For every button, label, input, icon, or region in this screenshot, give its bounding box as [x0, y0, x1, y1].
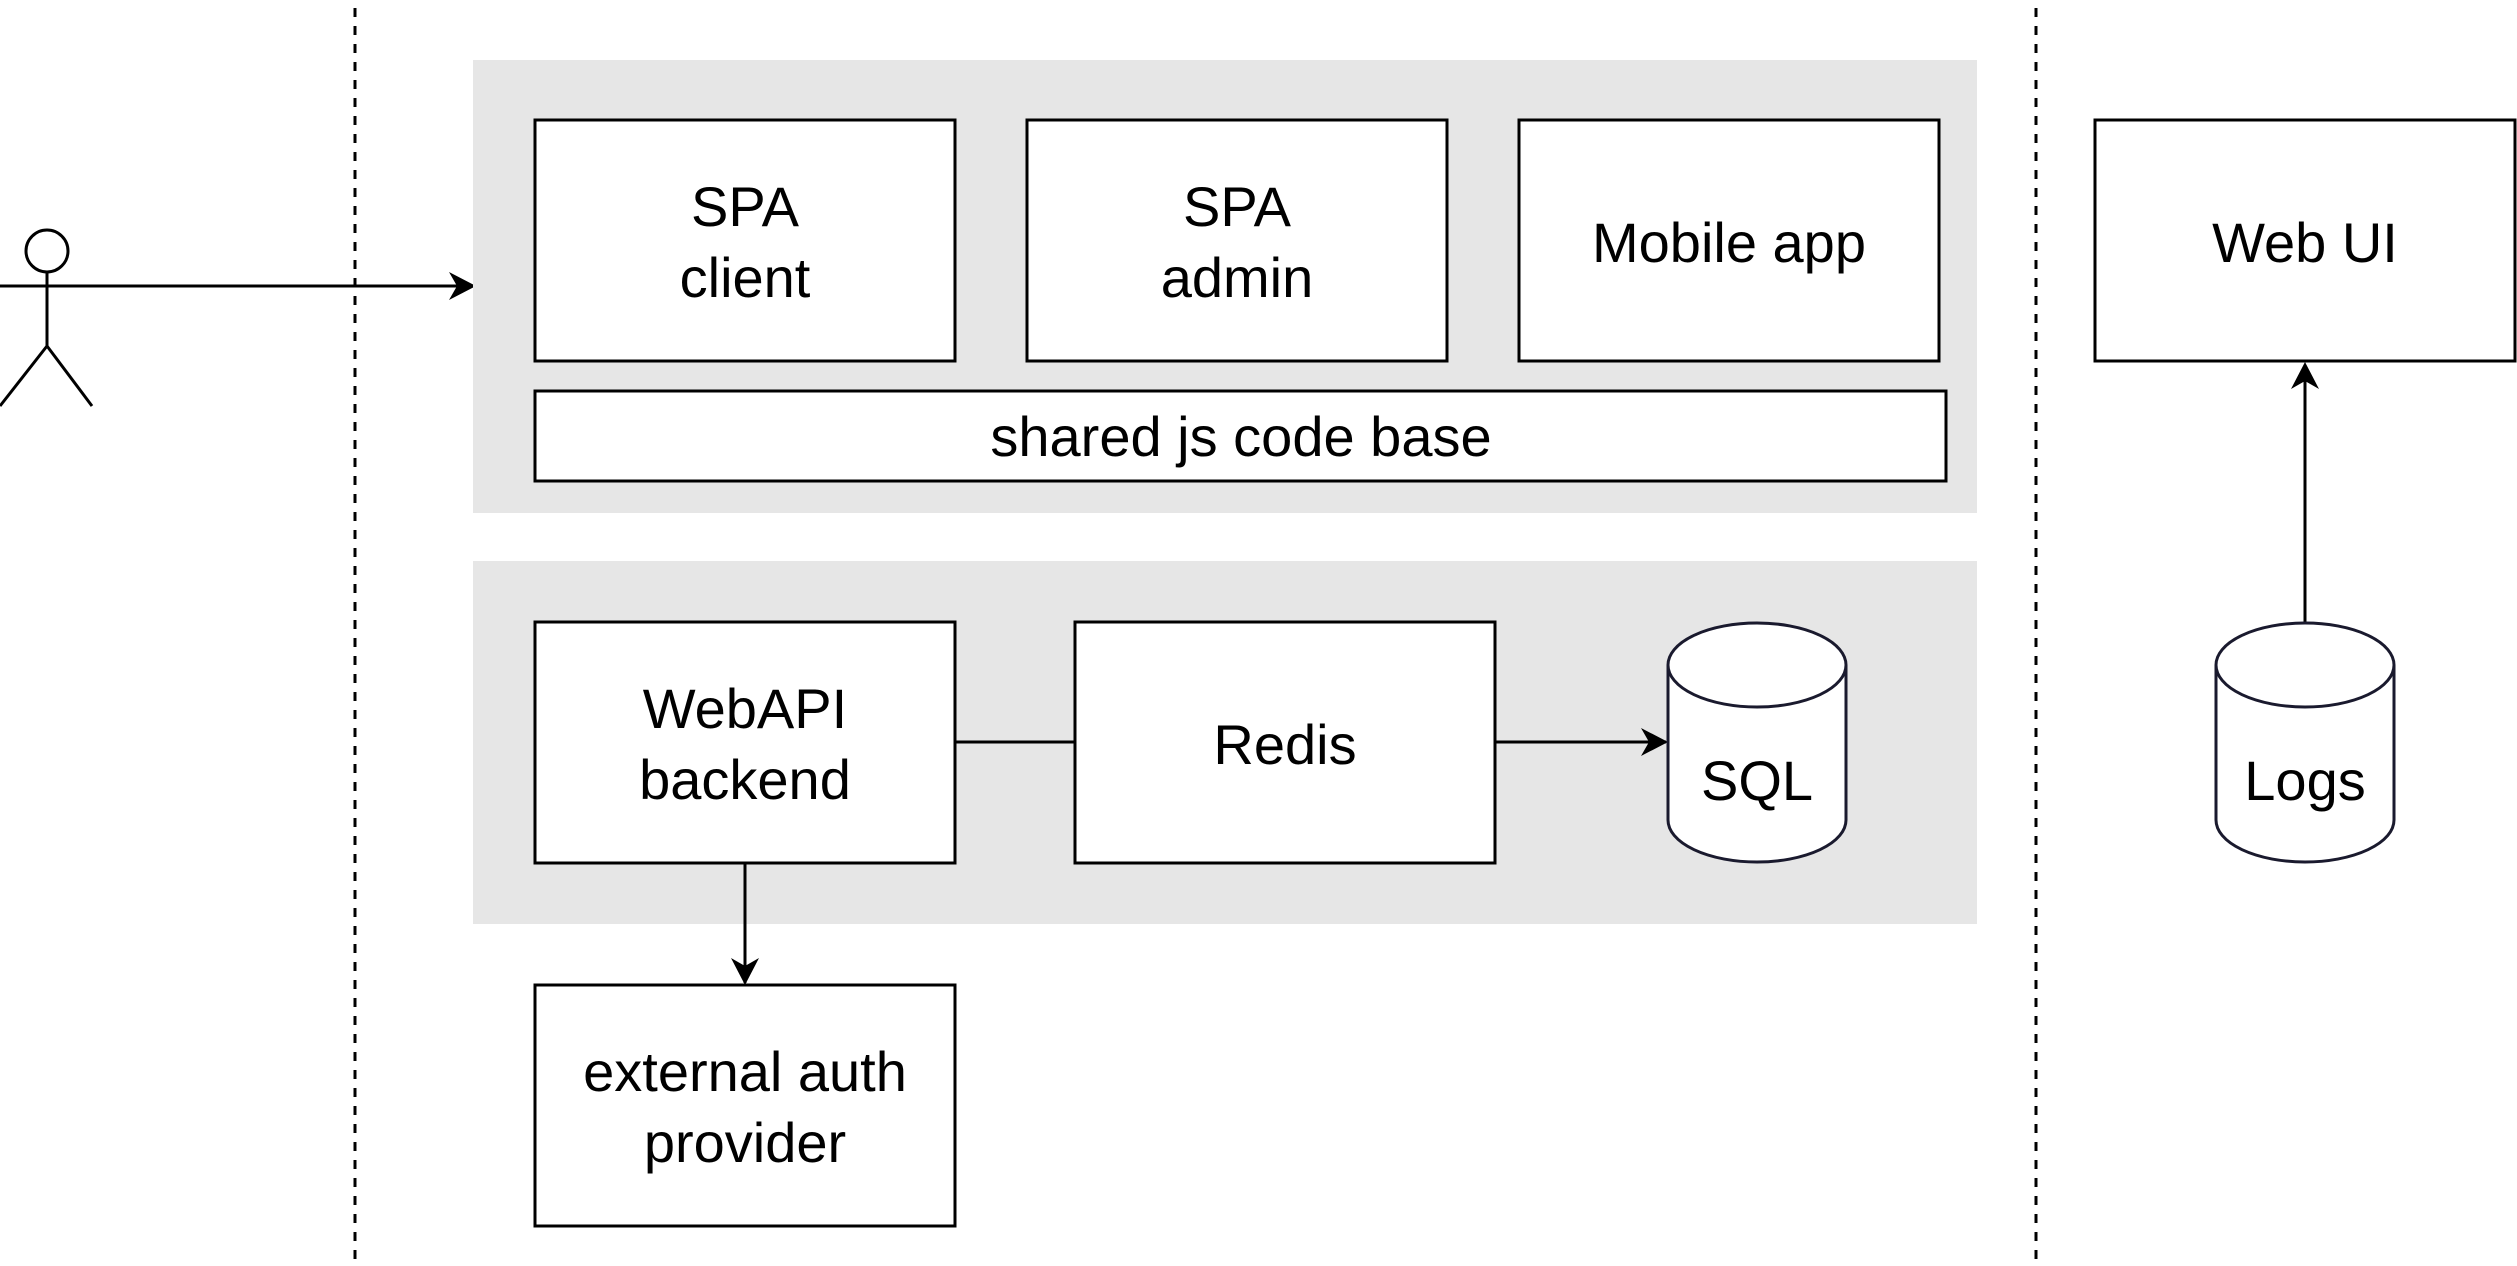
- sql-label: SQL: [1701, 749, 1813, 812]
- spa-client-box[interactable]: SPA client: [533, 118, 957, 363]
- mobile-app-label: Mobile app: [1592, 211, 1866, 274]
- redis-to-sql-arrowhead: [1641, 728, 1668, 756]
- webapi-to-auth-arrowhead: [731, 958, 759, 985]
- external-auth-label-line2: provider: [644, 1111, 846, 1174]
- mobile-app-box[interactable]: Mobile app: [1517, 118, 1941, 363]
- webapi-label-line1: WebAPI: [643, 677, 847, 740]
- logs-to-web-ui-arrowhead: [2291, 362, 2319, 389]
- shared-code-label: shared js code base: [990, 405, 1491, 468]
- spa-admin-box[interactable]: SPA admin: [1025, 118, 1449, 363]
- logs-label: Logs: [2244, 749, 2365, 812]
- web-ui-label: Web UI: [2212, 211, 2398, 274]
- sql-database-icon[interactable]: SQL: [1666, 621, 1848, 864]
- user-actor-icon: [0, 228, 94, 407]
- actor-to-frontend-arrowhead: [449, 272, 476, 300]
- redis-box[interactable]: Redis: [1073, 620, 1497, 865]
- spa-client-label-line1: SPA: [691, 175, 800, 238]
- spa-client-label-line2: client: [680, 246, 811, 309]
- logs-database-icon[interactable]: Logs: [2214, 621, 2396, 864]
- spa-admin-label-line2: admin: [1161, 246, 1314, 309]
- external-auth-provider-box[interactable]: external auth provider: [533, 983, 957, 1228]
- webapi-label-line2: backend: [639, 748, 851, 811]
- redis-label: Redis: [1213, 713, 1356, 776]
- external-auth-label-line1: external auth: [583, 1040, 907, 1103]
- spa-admin-label-line1: SPA: [1183, 175, 1292, 238]
- webapi-backend-box[interactable]: WebAPI backend: [533, 620, 957, 865]
- shared-code-box[interactable]: shared js code base: [533, 389, 1948, 483]
- web-ui-box[interactable]: Web UI: [2093, 118, 2517, 363]
